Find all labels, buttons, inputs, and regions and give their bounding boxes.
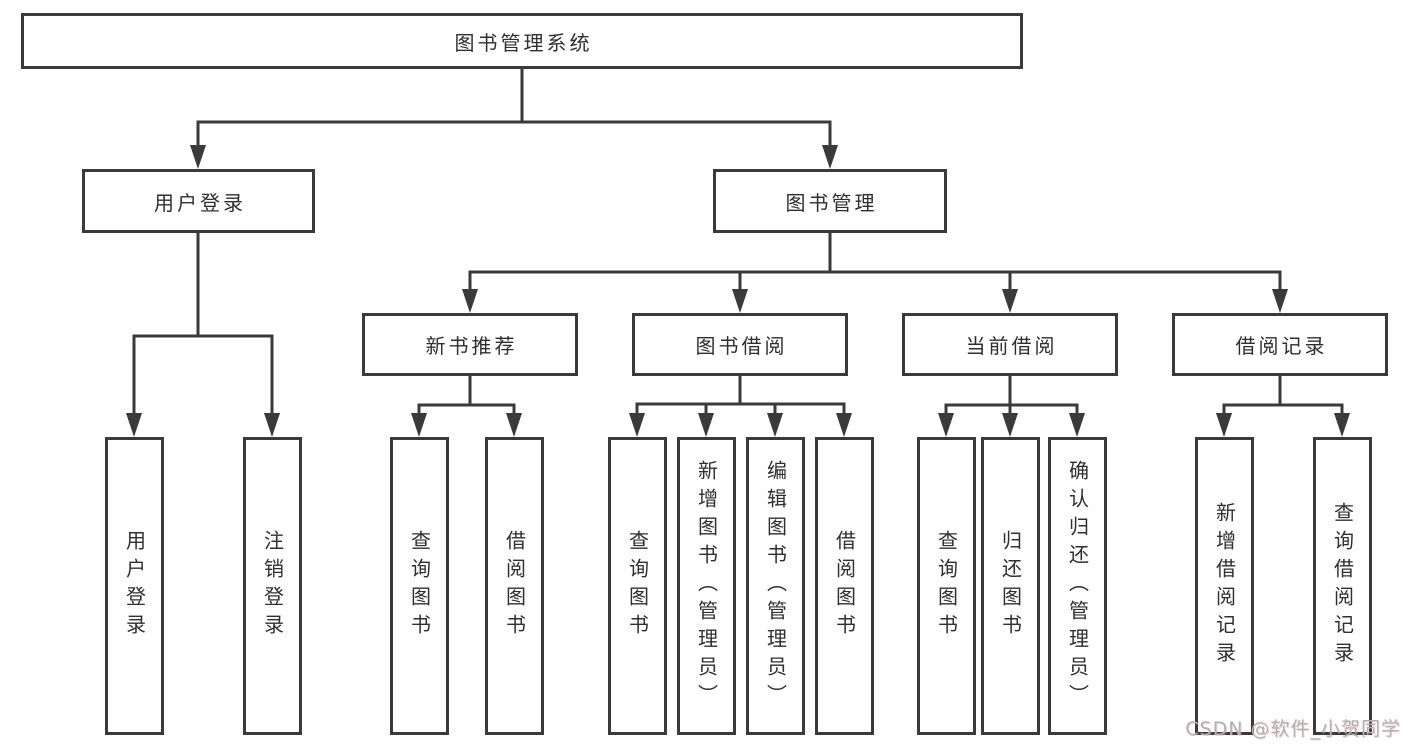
leaf-user-login: 用户登录 bbox=[105, 437, 164, 735]
node-borrow-records: 借阅记录 bbox=[1172, 313, 1388, 376]
leaf-query-books-current: 查询图书 bbox=[917, 437, 976, 735]
leaf-add-borrow-record: 新增借阅记录 bbox=[1195, 437, 1254, 735]
leaf-edit-books-admin-label: 编辑图书（管理员） bbox=[763, 460, 788, 712]
leaf-query-books-recommend-label: 查询图书 bbox=[407, 530, 432, 642]
leaf-query-books-borrow: 查询图书 bbox=[608, 437, 667, 735]
node-system-root-label: 图书管理系统 bbox=[454, 30, 593, 55]
leaf-edit-books-admin: 编辑图书（管理员） bbox=[746, 437, 805, 735]
leaf-borrow-books: 借阅图书 bbox=[815, 437, 874, 735]
node-book-borrowing-label: 图书借阅 bbox=[695, 334, 788, 358]
leaf-query-books-recommend: 查询图书 bbox=[390, 437, 449, 735]
node-system-root: 图书管理系统 bbox=[21, 13, 1023, 69]
leaf-logout: 注销登录 bbox=[243, 437, 302, 735]
leaf-confirm-return-admin-label: 确认归还（管理员） bbox=[1065, 460, 1090, 712]
node-new-book-recommend-label: 新书推荐 bbox=[425, 334, 518, 358]
node-borrow-records-label: 借阅记录 bbox=[1235, 334, 1328, 358]
leaf-query-borrow-record: 查询借阅记录 bbox=[1313, 437, 1372, 735]
leaf-query-borrow-record-label: 查询借阅记录 bbox=[1330, 502, 1355, 670]
node-book-management-label: 图书管理 bbox=[785, 190, 878, 215]
leaf-borrow-books-recommend: 借阅图书 bbox=[485, 437, 544, 735]
leaf-borrow-books-label: 借阅图书 bbox=[832, 530, 857, 642]
leaf-add-books-admin-label: 新增图书（管理员） bbox=[694, 460, 719, 712]
leaf-add-borrow-record-label: 新增借阅记录 bbox=[1212, 502, 1237, 670]
leaf-add-books-admin: 新增图书（管理员） bbox=[677, 437, 736, 735]
node-current-borrowing-label: 当前借阅 bbox=[965, 334, 1058, 358]
leaf-confirm-return-admin: 确认归还（管理员） bbox=[1048, 437, 1107, 735]
node-user-login: 用户登录 bbox=[82, 169, 315, 233]
csdn-watermark: CSDN @软件_小贺同学 bbox=[1185, 718, 1401, 740]
node-new-book-recommend: 新书推荐 bbox=[362, 313, 578, 376]
leaf-user-login-label: 用户登录 bbox=[122, 530, 147, 642]
node-book-borrowing: 图书借阅 bbox=[632, 313, 848, 376]
leaf-borrow-books-recommend-label: 借阅图书 bbox=[502, 530, 527, 642]
leaf-query-books-borrow-label: 查询图书 bbox=[625, 530, 650, 642]
leaf-logout-label: 注销登录 bbox=[260, 530, 285, 642]
leaf-query-books-current-label: 查询图书 bbox=[934, 530, 959, 642]
node-current-borrowing: 当前借阅 bbox=[902, 313, 1118, 376]
node-user-login-label: 用户登录 bbox=[154, 190, 246, 215]
leaf-return-books: 归还图书 bbox=[981, 437, 1040, 735]
leaf-return-books-label: 归还图书 bbox=[998, 530, 1023, 642]
node-book-management: 图书管理 bbox=[713, 169, 947, 233]
